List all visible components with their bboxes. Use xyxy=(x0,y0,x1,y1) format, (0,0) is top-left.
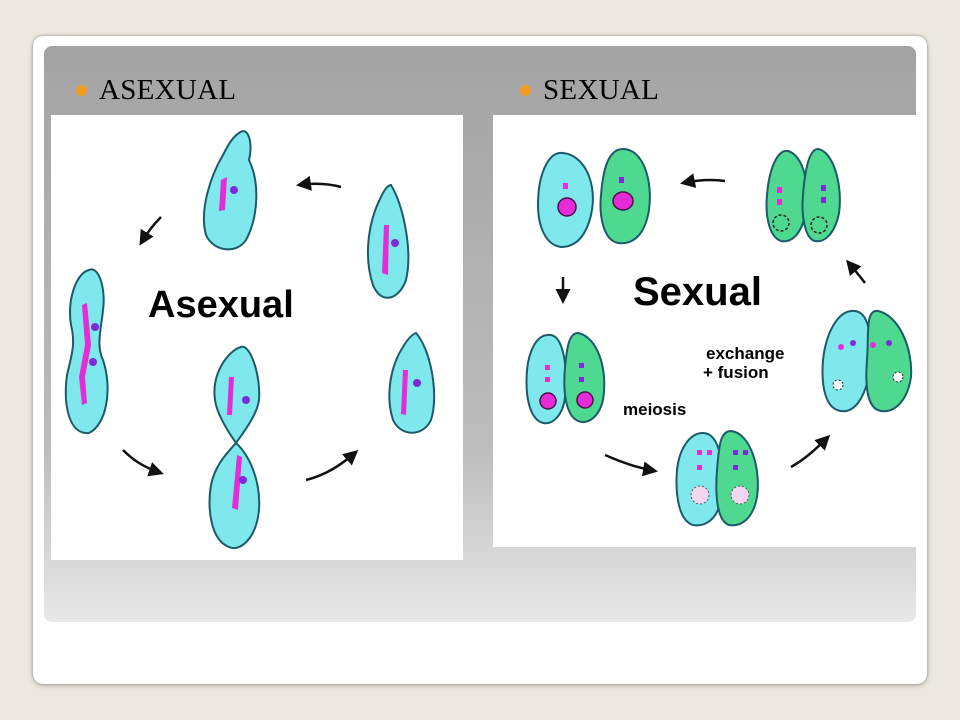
cell-pair-top-right xyxy=(765,147,841,243)
arrow-left-icon xyxy=(296,175,342,191)
sexual-figure-title: Sexual xyxy=(633,270,762,314)
heading-asexual-text: ASEXUAL xyxy=(99,73,237,106)
cell-top xyxy=(202,130,258,251)
cell-pair-bottom xyxy=(675,429,759,527)
cell-pair-left-middle xyxy=(525,331,606,425)
arrow-right-icon xyxy=(604,453,658,477)
asexual-figure-title: Asexual xyxy=(148,284,294,326)
arrow-down-right-icon xyxy=(122,449,164,477)
arrow-up-left-icon xyxy=(846,259,866,284)
label-exchange: exchange xyxy=(706,344,784,363)
heading-asexual: ASEXUAL xyxy=(76,72,236,108)
label-meiosis: meiosis xyxy=(623,400,686,419)
heading-sexual-text: SEXUAL xyxy=(543,73,660,106)
heading-sexual: SEXUAL xyxy=(520,72,659,108)
cell-pair-top-left xyxy=(536,147,651,249)
cell-upper-right xyxy=(367,183,410,299)
arrow-down-left-icon xyxy=(139,216,162,246)
cell-pair-exchange xyxy=(821,309,913,413)
bullet-dot-icon xyxy=(520,84,531,96)
cell-right xyxy=(388,331,436,434)
sexual-diagram: Sexual exchange + fusion meiosis xyxy=(525,147,913,527)
arrow-left-icon xyxy=(680,173,726,189)
asexual-diagram: Asexual xyxy=(64,130,436,550)
asexual-reproduction-image: Asexual xyxy=(51,115,463,560)
cell-left-dividing xyxy=(64,268,109,435)
sexual-reproduction-image: Sexual exchange + fusion meiosis xyxy=(493,115,916,547)
bullet-dot-icon xyxy=(76,84,87,96)
cell-bottom-dividing xyxy=(208,345,261,550)
arrow-up-right-icon xyxy=(305,450,359,482)
label-fusion: + fusion xyxy=(703,363,769,382)
arrow-up-right-icon xyxy=(790,434,831,469)
